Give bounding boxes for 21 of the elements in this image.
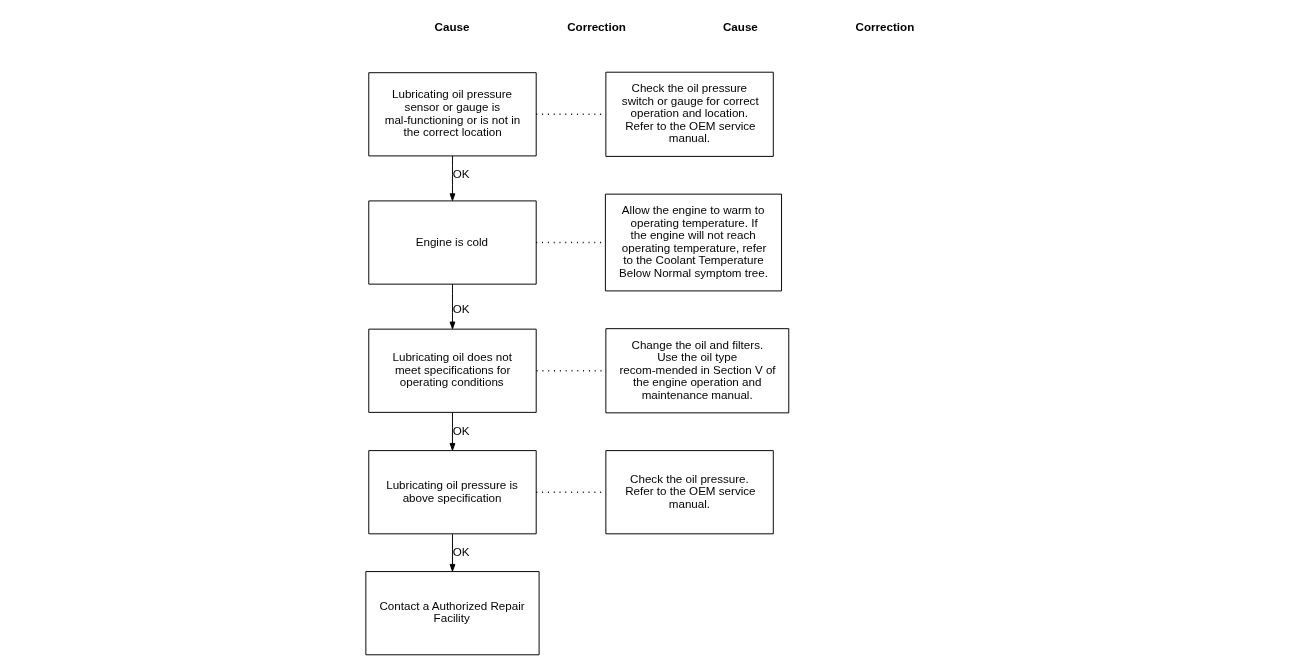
node-box: Contact a Authorized Repair Facility xyxy=(365,571,540,656)
edge-label: OK xyxy=(452,301,470,315)
edge-label: OK xyxy=(452,167,470,181)
node-box: Allow the engine to warm to operating temperature. If the engine will not reach operating temperature, refer to the Coolant Temperature Below Normal symptom tree. xyxy=(604,193,782,292)
label: Correction xyxy=(567,20,626,34)
node-box: Lubricating oil pressure sensor or gauge is mal-functioning or is not in the correct location xyxy=(368,72,537,157)
node-box: Check the oil pressure switch or gauge for correct operation and location. Refer to the OEM service manual. xyxy=(605,71,774,157)
node-box: Engine is cold xyxy=(368,200,537,285)
arrow xyxy=(449,533,456,572)
label: Cause xyxy=(434,20,470,34)
label: Correction xyxy=(855,20,915,34)
edge-label: OK xyxy=(452,423,470,437)
arrow xyxy=(449,283,456,330)
node-box: Lubricating oil pressure is above specification xyxy=(368,450,537,535)
node-box: Lubricating oil does not meet specifications for operating conditions xyxy=(368,328,537,413)
label: Cause xyxy=(722,20,758,34)
arrow xyxy=(449,155,456,202)
edge-label: OK xyxy=(452,544,470,558)
node-box: Check the oil pressure. Refer to the OEM service manual. xyxy=(605,450,774,535)
node-box: Change the oil and filters. Use the oil type recom-mended in Section V of the engine operation and maintenance manual. xyxy=(605,328,790,414)
arrow xyxy=(449,412,456,451)
